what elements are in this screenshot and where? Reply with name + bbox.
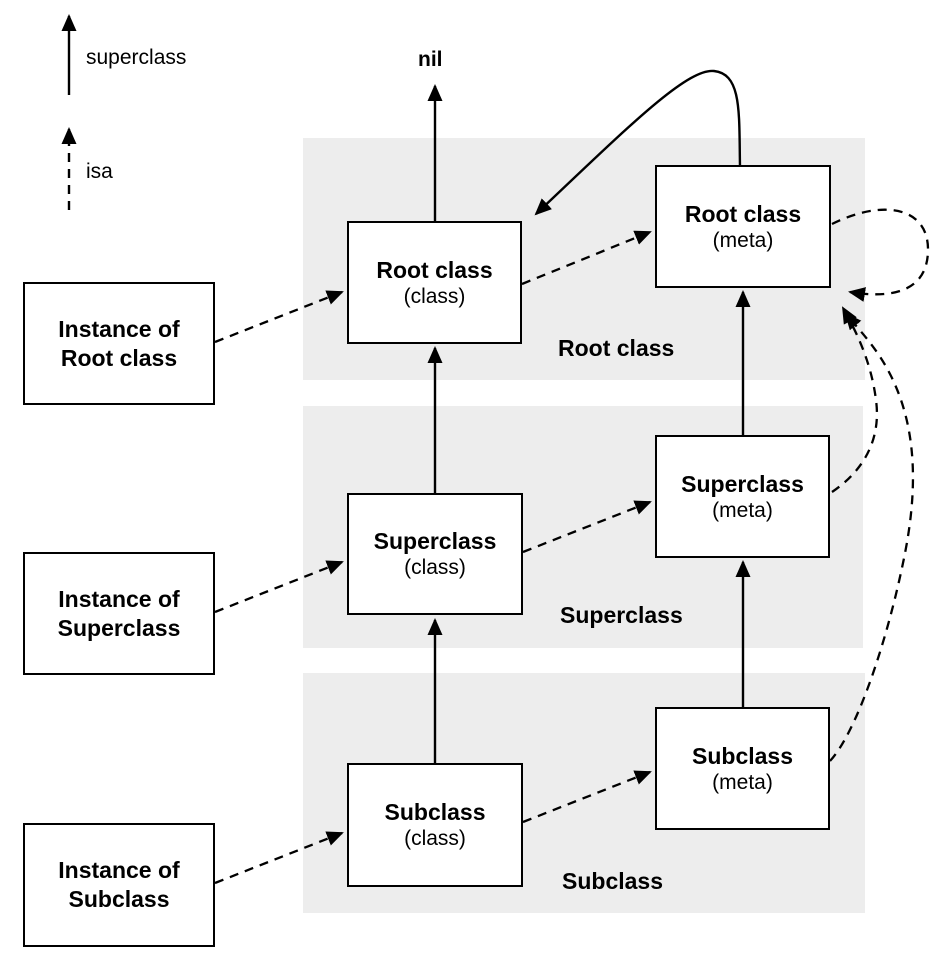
box-title: Subclass xyxy=(384,799,486,825)
instance-line2: Subclass xyxy=(68,886,170,912)
isa-rootclass-to-rootmeta xyxy=(521,230,652,286)
box-instance-of-root-class: Instance of Root class xyxy=(23,282,215,405)
box-subtitle: (meta) xyxy=(712,498,773,522)
region-label-root-class: Root class xyxy=(558,335,675,361)
box-instance-of-superclass: Instance of Superclass xyxy=(23,552,215,675)
instance-line2: Root class xyxy=(60,344,178,371)
box-subtitle: (class) xyxy=(403,284,466,308)
region-label-superclass: Superclass xyxy=(560,602,683,628)
isa-supermeta-to-rootmeta xyxy=(831,306,879,493)
instance-line1: Instance of xyxy=(58,857,180,883)
box-instance-of-subclass: Instance of Subclass xyxy=(23,823,215,947)
box-subtitle: (meta) xyxy=(712,770,773,794)
box-title: Subclass xyxy=(692,742,793,769)
isa-submeta-to-rootmeta xyxy=(829,312,915,762)
isa-instancesub-to-subclass xyxy=(214,831,344,885)
box-subclass-class: Subclass (class) xyxy=(347,763,523,887)
isa-subclass-to-submeta xyxy=(522,770,652,824)
arrow-rootmeta-to-rootclass xyxy=(534,69,742,216)
box-subtitle: (class) xyxy=(404,827,466,850)
isa-instancesuper-to-superclass xyxy=(214,560,344,614)
legend-superclass-label: superclass xyxy=(86,46,187,69)
box-title: Superclass xyxy=(681,470,804,497)
instance-line1: Instance of xyxy=(58,585,180,612)
isa-instanceroot-to-rootclass xyxy=(214,290,344,344)
nil-label: nil xyxy=(418,48,443,71)
box-title: Superclass xyxy=(373,528,497,554)
instance-line2: Superclass xyxy=(57,614,181,641)
box-subtitle: (class) xyxy=(404,556,466,579)
region-label-subclass: Subclass xyxy=(562,868,663,894)
legend-isa-label: isa xyxy=(86,160,113,183)
box-superclass-meta: Superclass (meta) xyxy=(655,435,830,558)
box-subtitle: (meta) xyxy=(712,228,774,252)
box-root-class-class: Root class (class) xyxy=(347,221,522,344)
box-superclass-class: Superclass (class) xyxy=(347,493,523,615)
box-subclass-meta: Subclass (meta) xyxy=(655,707,830,830)
box-root-class-meta: Root class (meta) xyxy=(655,165,831,288)
box-title: Root class xyxy=(684,200,802,227)
box-title: Root class xyxy=(376,256,493,283)
instance-line1: Instance of xyxy=(58,315,180,342)
isa-superclass-to-supermeta xyxy=(522,500,652,554)
